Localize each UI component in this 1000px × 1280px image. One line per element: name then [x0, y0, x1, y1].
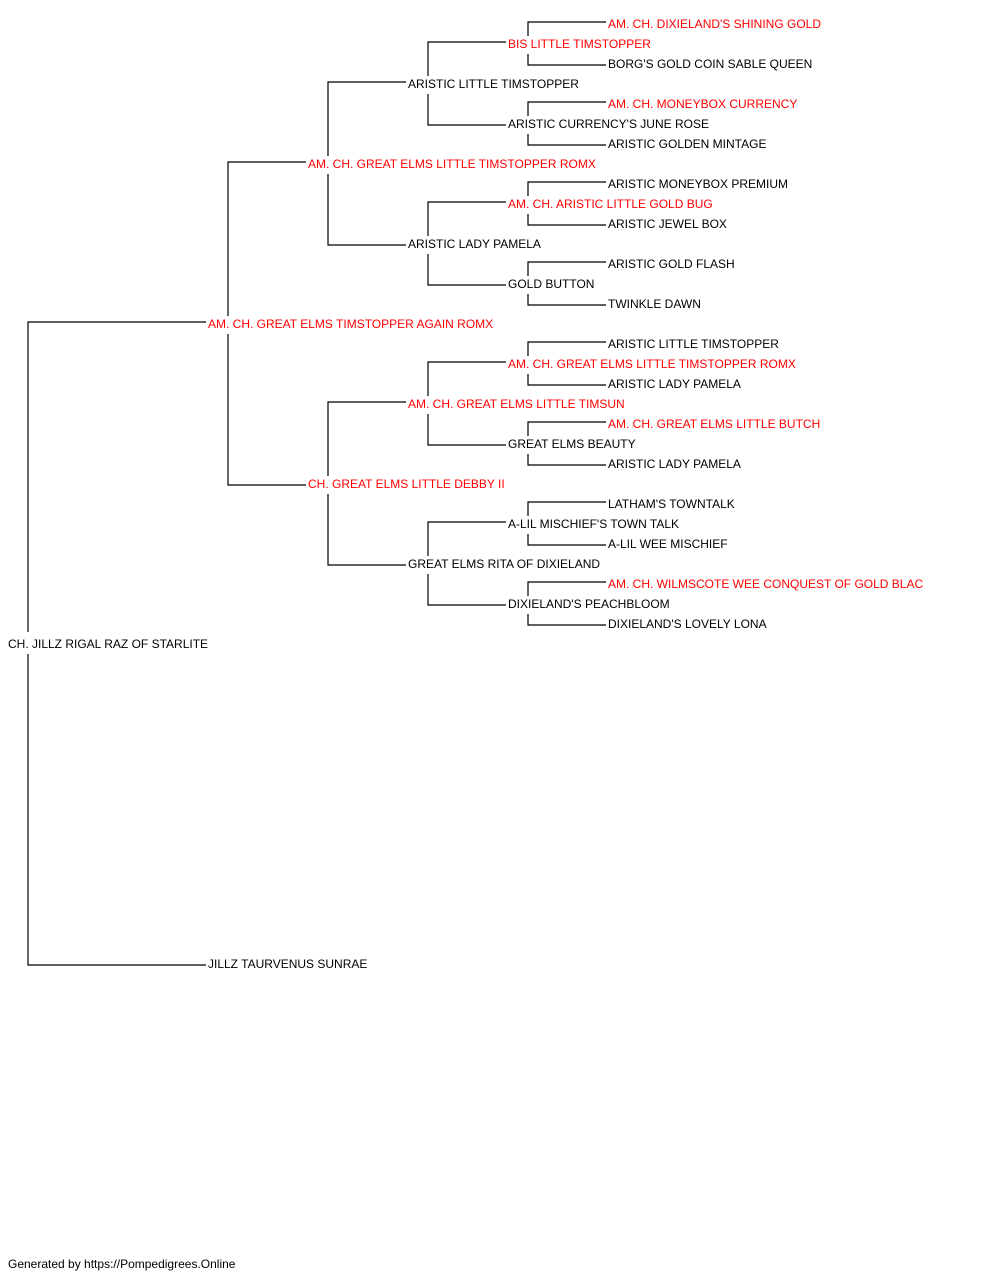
sss-connector-lower [427, 94, 506, 126]
gen5-ancestor-13: LATHAM'S TOWNTALK [608, 497, 737, 511]
gen4-8-connector-upper [527, 581, 606, 596]
gen4-ancestor-1: BIS LITTLE TIMSTOPPER [508, 37, 653, 51]
sire-sire-connector-upper [327, 81, 406, 156]
gen5-ancestor-2: BORG'S GOLD COIN SABLE QUEEN [608, 57, 815, 71]
gen4-3-connector-lower [527, 214, 606, 226]
gen4-4-connector-lower [527, 294, 606, 306]
gen4-1-connector-lower [527, 54, 606, 66]
sire-connector-upper [227, 161, 306, 316]
sss-connector-upper [427, 41, 506, 76]
gen4-ancestor-3: AM. CH. ARISTIC LITTLE GOLD BUG [508, 197, 715, 211]
gen4-7-connector-upper [527, 501, 606, 516]
gen4-2-connector-lower [527, 134, 606, 146]
sds-connector-lower [427, 414, 506, 446]
sire-sire-name: AM. CH. GREAT ELMS LITTLE TIMSTOPPER ROM… [308, 157, 598, 171]
sdd-connector-lower [427, 574, 506, 606]
ssd-name: ARISTIC LADY PAMELA [408, 237, 543, 251]
ssd-connector-upper [427, 201, 506, 236]
gen4-5-connector-upper [527, 341, 606, 356]
gen5-ancestor-14: A-LIL WEE MISCHIEF [608, 537, 730, 551]
gen5-ancestor-3: AM. CH. MONEYBOX CURRENCY [608, 97, 800, 111]
generated-by-footer: Generated by https://Pompedigrees.Online [8, 1257, 236, 1271]
subject-name: CH. JILLZ RIGAL RAZ OF STARLITE [8, 637, 211, 651]
gen4-ancestor-6: GREAT ELMS BEAUTY [508, 437, 638, 451]
gen4-4-connector-upper [527, 261, 606, 276]
sire-dam-connector-lower [327, 494, 406, 566]
sdd-connector-upper [427, 521, 506, 556]
gen5-ancestor-8: TWINKLE DAWN [608, 297, 703, 311]
gen4-3-connector-upper [527, 181, 606, 196]
sdd-name: GREAT ELMS RITA OF DIXIELAND [408, 557, 603, 571]
sire-connector-lower [227, 334, 306, 486]
gen5-ancestor-6: ARISTIC JEWEL BOX [608, 217, 729, 231]
gen4-7-connector-lower [527, 534, 606, 546]
gen5-ancestor-10: ARISTIC LADY PAMELA [608, 377, 743, 391]
sds-name: AM. CH. GREAT ELMS LITTLE TIMSUN [408, 397, 627, 411]
gen4-2-connector-upper [527, 101, 606, 116]
gen4-8-connector-lower [527, 614, 606, 626]
gen4-6-connector-lower [527, 454, 606, 466]
gen5-ancestor-9: ARISTIC LITTLE TIMSTOPPER [608, 337, 781, 351]
gen5-ancestor-1: AM. CH. DIXIELAND'S SHINING GOLD [608, 17, 823, 31]
sire-sire-connector-lower [327, 174, 406, 246]
gen4-6-connector-upper [527, 421, 606, 436]
gen5-ancestor-7: ARISTIC GOLD FLASH [608, 257, 737, 271]
gen5-ancestor-4: ARISTIC GOLDEN MINTAGE [608, 137, 769, 151]
subject-connector-lower [27, 654, 206, 966]
gen4-ancestor-7: A-LIL MISCHIEF'S TOWN TALK [508, 517, 681, 531]
sss-name: ARISTIC LITTLE TIMSTOPPER [408, 77, 581, 91]
subject-connector-upper [27, 321, 206, 632]
sire-dam-name: CH. GREAT ELMS LITTLE DEBBY II [308, 477, 507, 491]
sire-dam-connector-upper [327, 401, 406, 476]
gen4-ancestor-5: AM. CH. GREAT ELMS LITTLE TIMSTOPPER ROM… [508, 357, 798, 371]
gen5-ancestor-11: AM. CH. GREAT ELMS LITTLE BUTCH [608, 417, 823, 431]
dam-name: JILLZ TAURVENUS SUNRAE [208, 957, 370, 971]
gen5-ancestor-15: AM. CH. WILMSCOTE WEE CONQUEST OF GOLD B… [608, 577, 926, 591]
gen4-ancestor-4: GOLD BUTTON [508, 277, 597, 291]
sds-connector-upper [427, 361, 506, 396]
gen5-ancestor-12: ARISTIC LADY PAMELA [608, 457, 743, 471]
gen5-ancestor-5: ARISTIC MONEYBOX PREMIUM [608, 177, 791, 191]
gen4-1-connector-upper [527, 21, 606, 36]
sire-name: AM. CH. GREAT ELMS TIMSTOPPER AGAIN ROMX [208, 317, 496, 331]
gen4-5-connector-lower [527, 374, 606, 386]
gen4-ancestor-2: ARISTIC CURRENCY'S JUNE ROSE [508, 117, 711, 131]
ssd-connector-lower [427, 254, 506, 286]
gen5-ancestor-16: DIXIELAND'S LOVELY LONA [608, 617, 769, 631]
gen4-ancestor-8: DIXIELAND'S PEACHBLOOM [508, 597, 672, 611]
